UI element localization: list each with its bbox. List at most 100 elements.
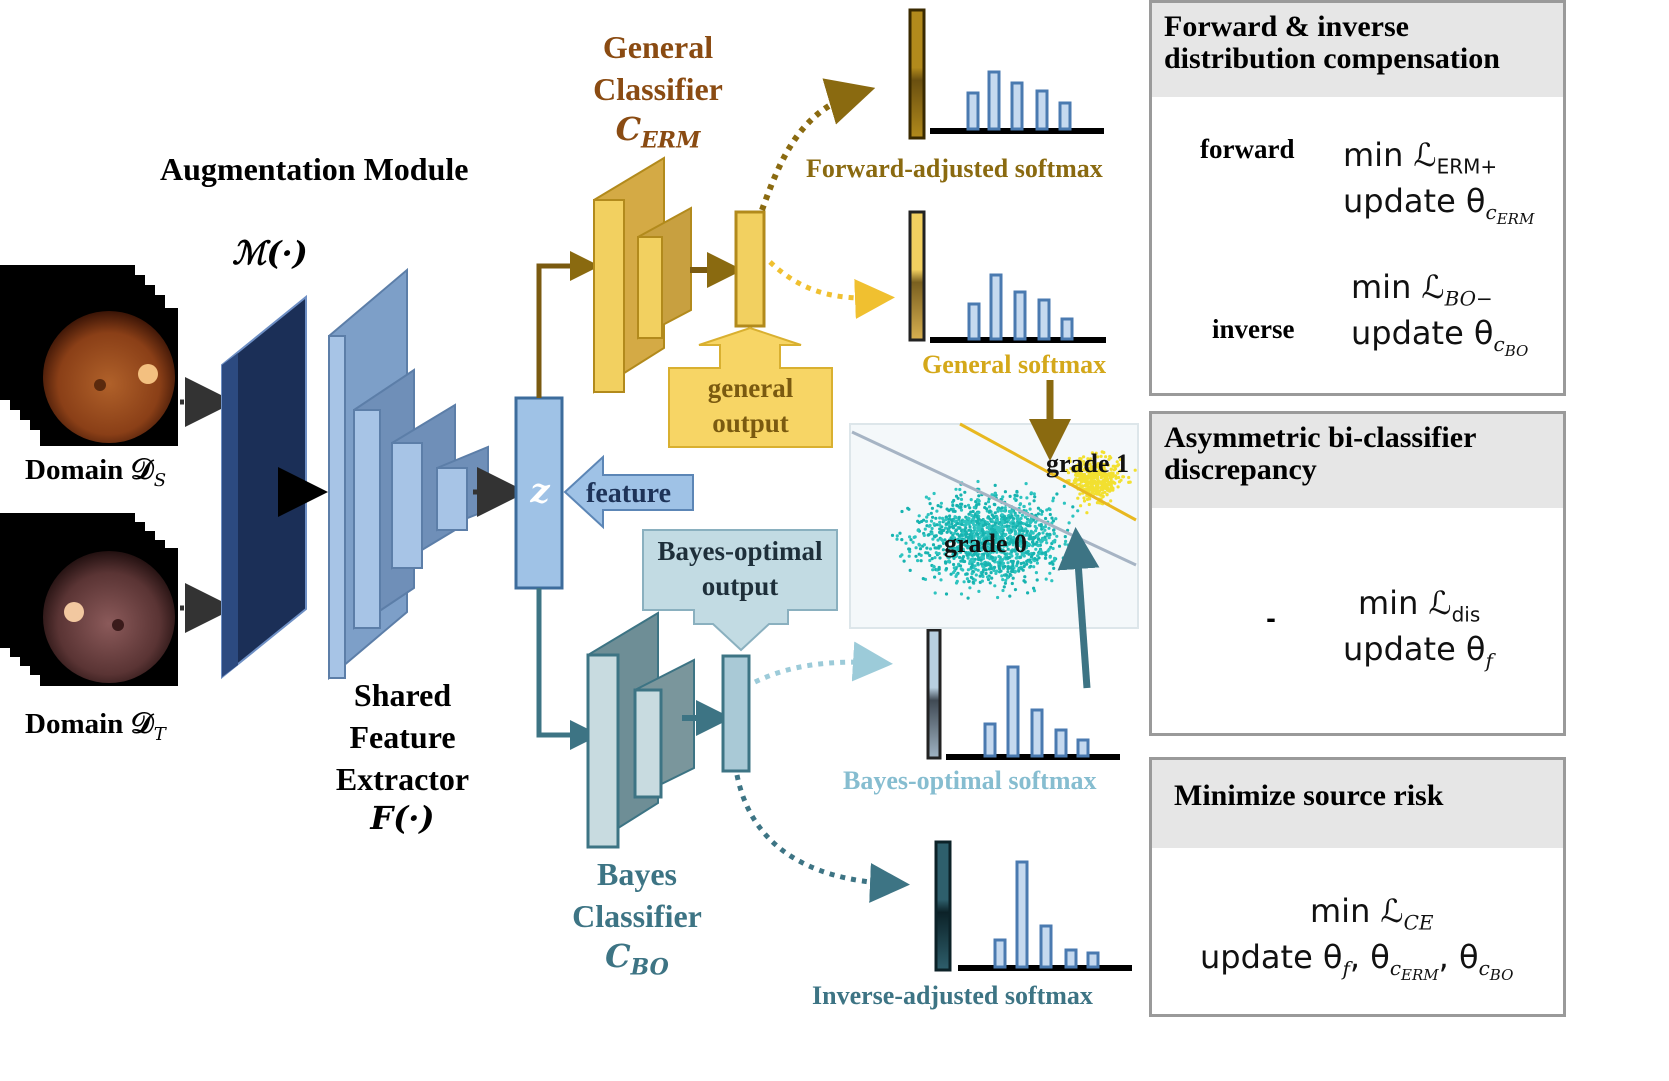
scatter-point	[939, 505, 943, 509]
scatter-point	[1000, 534, 1004, 538]
scatter-point	[908, 568, 912, 573]
scatter-point	[1102, 450, 1106, 455]
scatter-point	[988, 524, 992, 528]
scatter-point	[978, 574, 982, 578]
scatter-point	[948, 549, 952, 553]
scatter-point	[981, 533, 985, 537]
scatter-point	[1032, 492, 1036, 496]
scatter-point	[1105, 487, 1109, 491]
scatter-point	[1017, 533, 1021, 538]
scatter-point	[996, 527, 1000, 531]
scatter-point	[1091, 485, 1095, 489]
scatter-point	[1066, 543, 1070, 547]
scatter-point	[1035, 578, 1039, 582]
scatter-point	[994, 518, 998, 523]
scatter-point	[969, 565, 974, 569]
scatter-point	[989, 543, 993, 548]
scatter-point	[1082, 496, 1086, 500]
scatter-point	[1027, 518, 1031, 522]
scatter-point	[993, 511, 997, 515]
scatter-point	[955, 532, 960, 536]
scatter-point	[916, 559, 920, 563]
scatter-point	[1010, 581, 1014, 586]
scatter-point	[922, 543, 927, 547]
scatter-point	[1019, 495, 1023, 499]
scatter-point	[1036, 512, 1040, 516]
scatter-point	[980, 572, 984, 576]
scatter-point	[959, 567, 963, 571]
scatter-point	[1048, 555, 1052, 559]
scatter-point	[1031, 537, 1035, 541]
scatter-point	[1018, 526, 1022, 530]
scatter-point	[1019, 561, 1023, 566]
scatter-point	[958, 526, 962, 530]
scatter-point	[949, 531, 953, 535]
scatter-point	[952, 498, 956, 503]
scatter-point	[993, 525, 997, 529]
scatter-point	[951, 526, 955, 530]
scatter-point	[1072, 543, 1076, 547]
scatter-point	[1010, 538, 1015, 543]
scatter-point	[973, 564, 977, 568]
scatter-point	[1011, 576, 1015, 580]
scatter-point	[976, 479, 980, 484]
target-domain-images	[0, 513, 178, 686]
scatter-point	[944, 526, 948, 530]
scatter-point	[969, 575, 974, 580]
scatter-point	[970, 537, 974, 541]
scatter-point	[993, 545, 997, 549]
scatter-point	[951, 550, 955, 554]
scatter-point	[940, 516, 945, 521]
scatter-point	[964, 550, 968, 555]
scatter-point	[988, 509, 992, 513]
scatter-point	[1037, 532, 1041, 536]
scatter-point	[974, 567, 978, 571]
scatter-point	[1021, 568, 1025, 572]
scatter-point	[960, 502, 964, 506]
scatter-point	[1113, 467, 1118, 471]
scatter-point	[1019, 539, 1024, 543]
feature-arrow	[563, 454, 694, 530]
scatter-point	[982, 545, 986, 549]
scatter-point	[1101, 495, 1105, 499]
scatter-point	[919, 553, 923, 558]
scatter-point	[1024, 482, 1028, 486]
scatter-point	[996, 543, 1001, 547]
scatter-point	[951, 509, 955, 513]
scatter-point	[959, 508, 964, 512]
scatter-point	[890, 533, 895, 538]
scatter-point	[984, 502, 988, 506]
scatter-point	[925, 546, 929, 550]
scatter-point	[978, 538, 982, 543]
scatter-point	[1029, 491, 1033, 495]
scatter-point	[1071, 469, 1075, 473]
scatter-point	[1001, 548, 1005, 552]
scatter-point	[930, 532, 934, 536]
scatter-point	[1003, 542, 1007, 546]
scatter-point	[952, 542, 956, 546]
eq-min-ldis: min ℒdis	[1358, 584, 1481, 627]
scatter-point	[917, 514, 921, 518]
scatter-point	[955, 573, 959, 577]
scatter-point	[959, 533, 964, 537]
z-feature-block	[514, 396, 564, 590]
scatter-point	[1051, 499, 1055, 503]
scatter-point	[1041, 525, 1045, 530]
scatter-point	[972, 538, 977, 542]
scatter-point	[1022, 564, 1026, 569]
scatter-point	[936, 504, 940, 508]
scatter-point	[1008, 531, 1012, 535]
scatter-point	[1006, 561, 1010, 565]
eq-update-theta-erm: update θcERM	[1343, 182, 1535, 229]
scatter-point	[1087, 502, 1091, 507]
scatter-point	[1116, 471, 1120, 475]
scatter-point	[1005, 524, 1009, 528]
scatter-point	[1033, 557, 1037, 561]
scatter-point	[1109, 480, 1113, 484]
scatter-point	[1000, 538, 1004, 542]
scatter-point	[967, 540, 971, 544]
scatter-point	[999, 523, 1003, 527]
scatter-point	[1022, 529, 1026, 533]
